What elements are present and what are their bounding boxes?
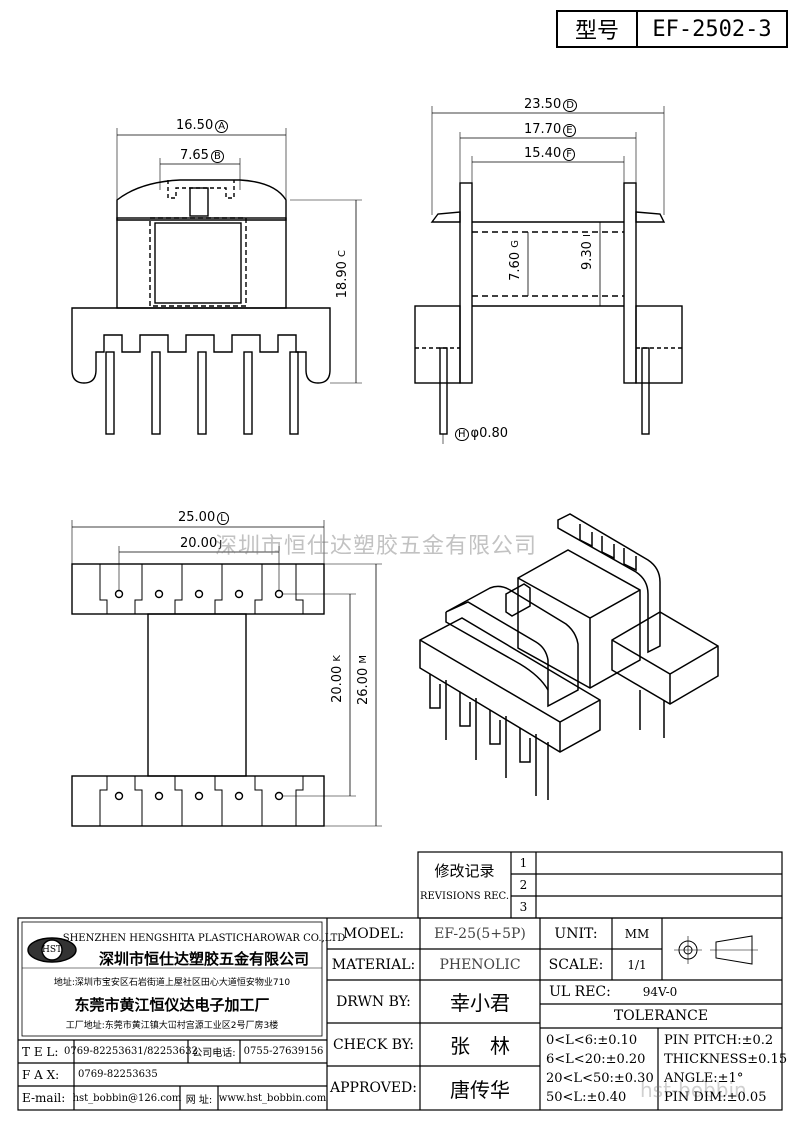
dim-m: 26.00 M xyxy=(356,655,371,705)
tel-value: 0769-82253631/82253632 xyxy=(64,1046,198,1057)
unit-label: UNIT: xyxy=(554,925,598,942)
bottom-view xyxy=(71,520,382,827)
approved-value: 唐传华 xyxy=(450,1077,510,1102)
dim-g: 7.60 G xyxy=(508,240,523,281)
material-value: PHENOLIC xyxy=(439,956,521,973)
revision-mark-2: 2 xyxy=(519,878,528,892)
title-key: 型号 xyxy=(558,12,638,46)
tolerance-list-2: PIN PITCH:±0.2 THICKNESS±0.15 ANGLE:±1° … xyxy=(662,1031,788,1107)
email-label: E-mail: xyxy=(22,1091,66,1105)
isometric-view xyxy=(419,513,719,800)
company-name-en: SHENZHEN HENGSHITA PLASTICHAROWAR CO.,LT… xyxy=(62,932,346,944)
model-label: MODEL: xyxy=(342,925,405,942)
tolerance-item-2: THICKNESS±0.15 xyxy=(664,1052,788,1067)
email-value[interactable]: hst_bobbin@126.com xyxy=(72,1092,182,1104)
logo-text: HST xyxy=(41,945,63,955)
tolerance-label: TOLERANCE xyxy=(613,1008,709,1024)
factory-address: 工厂地址:东莞市黄江镇大冚村宫源工业区2号厂房3楼 xyxy=(65,1020,279,1031)
material-label: MATERIAL: xyxy=(331,956,416,973)
ul-label: UL REC: xyxy=(549,984,611,1000)
revisions-title-en: REVISIONS REC. xyxy=(419,890,510,902)
dim-k: 20.00 K xyxy=(330,655,345,703)
company-tel-value: 0755-27639156 xyxy=(243,1046,324,1057)
watermark: 深圳市恒仕达塑胶五金有限公司 xyxy=(215,534,538,559)
front-view xyxy=(71,128,362,435)
company-address: 地址:深圳市宝安区石岩街道上屋社区田心大道恒安物业710 xyxy=(53,977,291,988)
drawn-value: 幸小君 xyxy=(450,991,510,1015)
ul-value: 94V-0 xyxy=(642,985,678,999)
check-label: CHECK BY: xyxy=(332,1036,415,1053)
side-view xyxy=(414,106,683,444)
company-logo-icon xyxy=(27,937,77,963)
factory-name: 东莞市黄江恒仪达电子加工厂 xyxy=(74,995,270,1014)
company-name-cn: 深圳市恒仕达塑胶五金有限公司 xyxy=(98,949,309,968)
model-value: EF-25(5+5P) xyxy=(434,925,526,942)
scale-label: SCALE: xyxy=(548,956,604,973)
part-number: EF-2502-3 xyxy=(652,16,772,42)
revision-mark-3: 3 xyxy=(519,900,528,914)
title-block-grid xyxy=(17,851,783,1111)
web-label: 网 址: xyxy=(185,1094,213,1106)
dim-i: 9.30 I xyxy=(580,234,595,271)
title-box: 型号 EF-2502-3 xyxy=(556,10,788,48)
fax-label: F A X: xyxy=(22,1067,60,1082)
tolerance-item-2: PIN DIM:±0.05 xyxy=(664,1090,767,1105)
drawn-label: DRWN BY: xyxy=(336,993,411,1010)
tolerance-list: 0<L<6:±0.10 6<L<20:±0.20 20<L<50:±0.30 5… xyxy=(544,1031,656,1107)
watermark-2: hst-bobbin xyxy=(640,1078,747,1102)
company-tel-label: 公司电话: xyxy=(192,1048,236,1059)
dim-c: 18.90 C xyxy=(335,250,350,299)
fax-value: 0769-82253635 xyxy=(78,1069,158,1080)
approved-label: APPROVED: xyxy=(330,1080,417,1096)
revisions-title-cn: 修改记录 xyxy=(434,861,495,880)
check-value: 张 林 xyxy=(450,1034,510,1058)
scale-value: 1/1 xyxy=(627,957,647,972)
tolerance-item: 50<L:±0.40 xyxy=(546,1090,627,1105)
revision-mark-1: 1 xyxy=(519,856,528,870)
web-value[interactable]: www.hst_bobbin.com xyxy=(218,1092,327,1104)
tolerance-item: 0<L<6:±0.10 xyxy=(546,1033,638,1048)
tolerance-item: 20<L<50:±0.30 xyxy=(546,1071,654,1086)
unit-value: MM xyxy=(624,926,650,941)
tolerance-item-2: ANGLE:±1° xyxy=(664,1071,744,1086)
projection-symbol-icon xyxy=(674,935,758,965)
tolerance-item-2: PIN PITCH:±0.2 xyxy=(664,1033,774,1048)
tolerance-item: 6<L<20:±0.20 xyxy=(546,1052,646,1067)
tel-label: T E L: xyxy=(22,1044,59,1059)
